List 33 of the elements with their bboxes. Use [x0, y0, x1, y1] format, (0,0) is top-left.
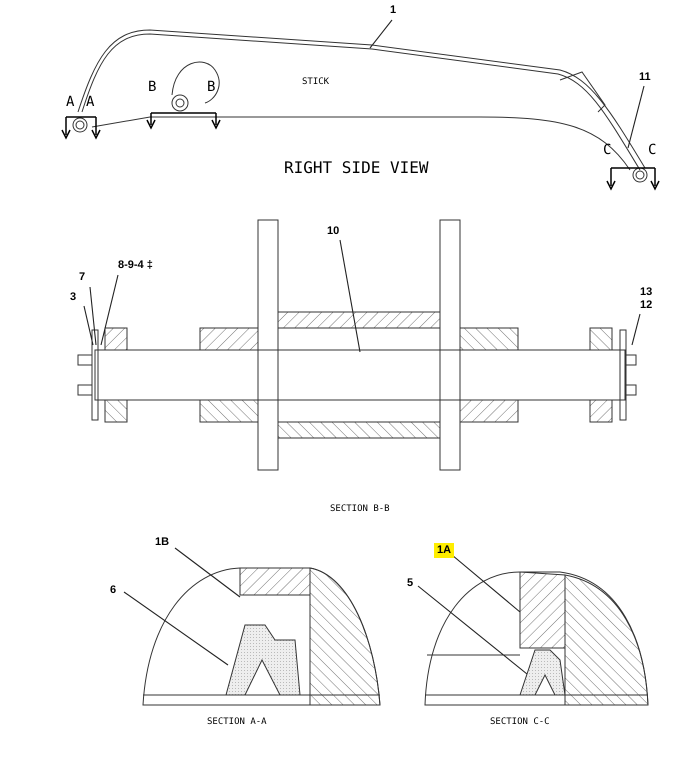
section-letter: C [603, 143, 612, 157]
section-title: SECTION B-B [330, 505, 390, 514]
callout-number: 1 [390, 5, 396, 16]
callout-number: 1A [434, 543, 454, 558]
leader-line [83, 306, 94, 346]
callout-number: 11 [639, 72, 651, 83]
section-letter: A [86, 95, 94, 109]
section-letter: B [148, 80, 156, 94]
section-letter: C [648, 143, 656, 157]
leader-line [124, 592, 228, 666]
callout-number: 7 [79, 272, 86, 283]
section-title: SECTION C-C [490, 718, 550, 727]
leader-line [631, 314, 641, 346]
callout-number: 12 [640, 300, 652, 311]
callout-number: 6 [110, 585, 116, 596]
callout-number: 10 [327, 226, 340, 237]
callout-number: 5 [407, 578, 414, 589]
leader-line [100, 274, 119, 346]
section-letter: A [66, 95, 74, 109]
leader-line [627, 86, 645, 148]
leader-line [339, 240, 361, 352]
leader-line [418, 586, 528, 674]
view-title: RIGHT SIDE VIEW [284, 160, 428, 176]
callout-number: 8-9-4 ‡ [118, 260, 153, 271]
callout-number: 13 [640, 287, 652, 298]
callout-number: 1B [155, 537, 170, 548]
part-name: STICK [302, 78, 330, 87]
section-title: SECTION A-A [207, 718, 267, 727]
callout-number: 3 [70, 292, 76, 303]
leader-line [370, 20, 392, 48]
leader-line [174, 548, 240, 598]
leader-line [89, 286, 97, 346]
section-letter: B [207, 80, 216, 94]
